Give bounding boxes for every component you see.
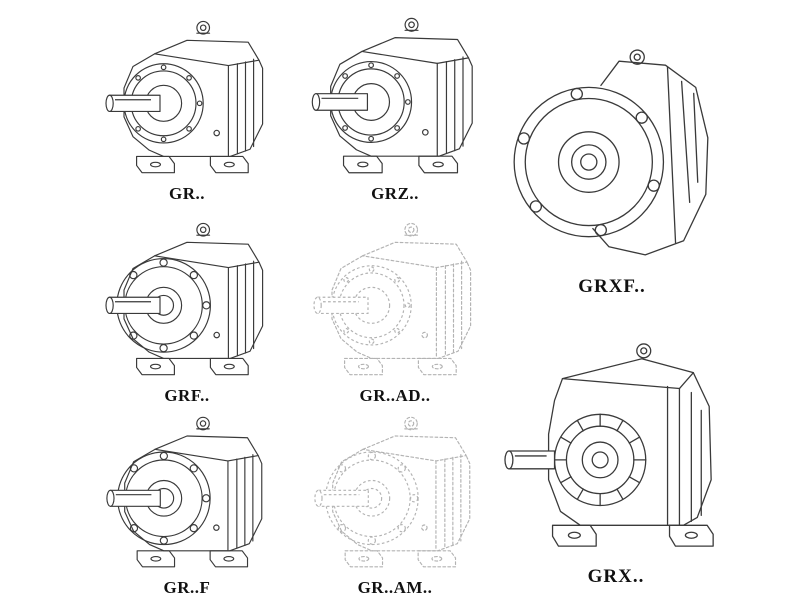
model-cell-grxf: GRXF.. bbox=[492, 10, 732, 298]
gearbox-drawing-grz bbox=[303, 11, 487, 181]
model-label-gr-am: GR..AM.. bbox=[357, 578, 433, 597]
model-label-grz: GRZ.. bbox=[371, 184, 419, 203]
model-cell-grx: GRX.. bbox=[494, 312, 738, 588]
gearbox-drawing-gr-am bbox=[306, 410, 484, 575]
model-label-grf: GRF.. bbox=[164, 386, 210, 405]
model-cell-gr: GR.. bbox=[92, 6, 282, 204]
gearbox-drawing-grxf bbox=[496, 41, 728, 273]
model-label-gr: GR.. bbox=[169, 184, 205, 203]
gearbox-drawing-gr-f bbox=[98, 410, 276, 575]
gearbox-drawing-grf bbox=[97, 216, 277, 383]
model-label-grxf: GRXF.. bbox=[578, 276, 646, 297]
gearbox-drawing-gr bbox=[97, 14, 277, 181]
model-cell-grf: GRF.. bbox=[92, 208, 282, 406]
model-label-gr-f: GR..F bbox=[163, 578, 211, 597]
model-label-gr-ad: GR..AD.. bbox=[359, 386, 431, 405]
model-cell-gr-ad: GR..AD.. bbox=[296, 208, 494, 406]
model-cell-grz: GRZ.. bbox=[300, 6, 490, 204]
model-label-grx: GRX.. bbox=[587, 566, 645, 587]
model-cell-gr-f: GR..F bbox=[92, 404, 282, 598]
gearbox-drawing-gr-ad bbox=[305, 216, 485, 383]
model-cell-gr-am: GR..AM.. bbox=[296, 404, 494, 598]
gearbox-drawing-grx bbox=[497, 335, 735, 563]
